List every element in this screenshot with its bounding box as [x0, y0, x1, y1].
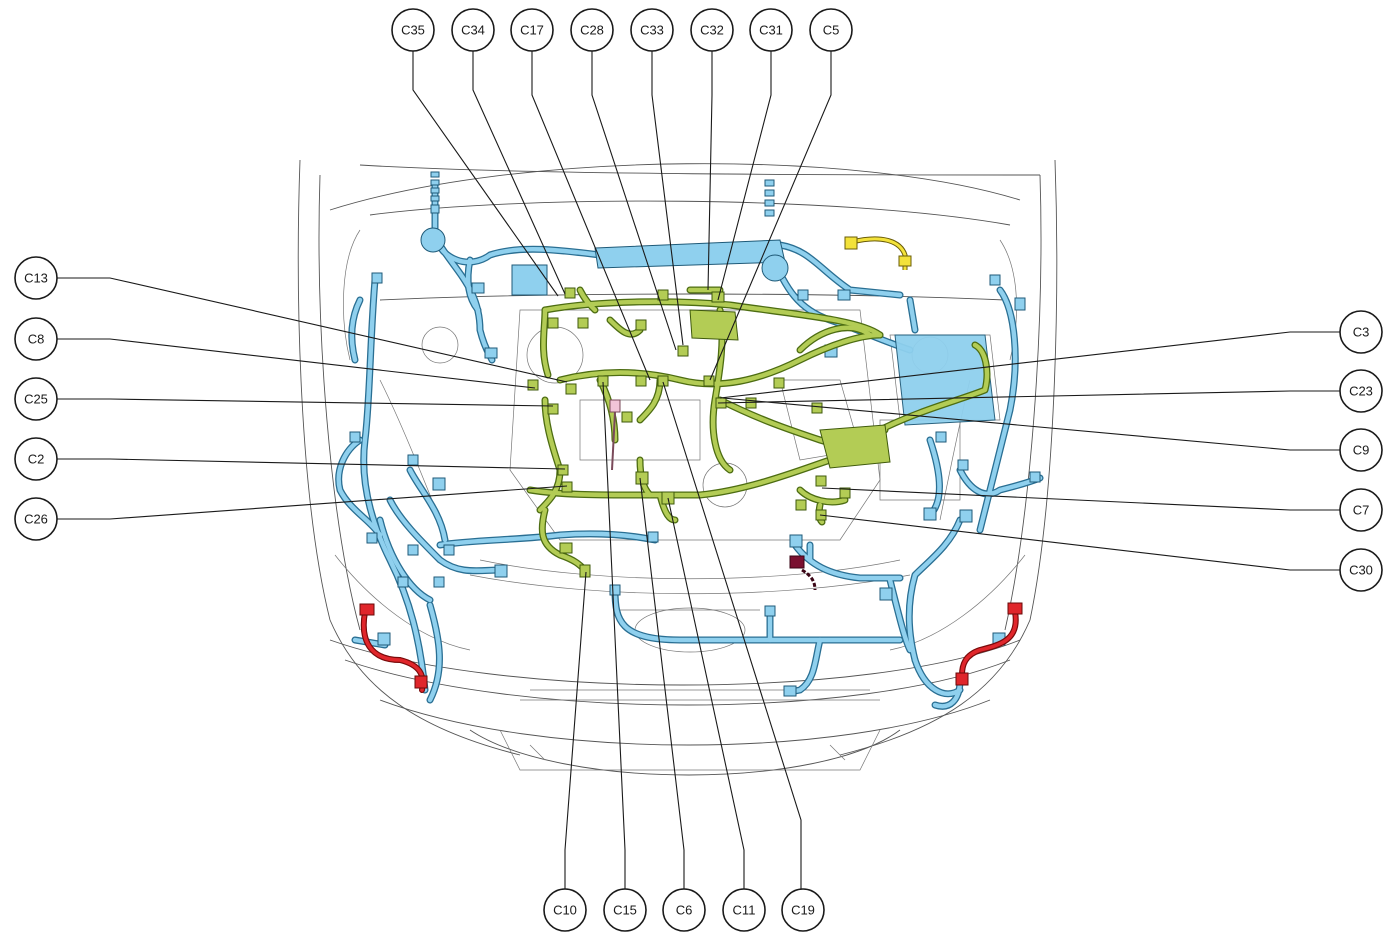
svg-text:C10: C10: [553, 903, 577, 918]
leader-lines: [57, 51, 1340, 890]
svg-text:C34: C34: [461, 23, 485, 38]
svg-text:C17: C17: [520, 23, 544, 38]
callout-c17: C17: [510, 8, 554, 52]
svg-text:C33: C33: [640, 23, 664, 38]
callout-c31: C31: [749, 8, 793, 52]
svg-text:C13: C13: [24, 271, 48, 286]
callout-c25: C25: [14, 377, 58, 421]
callout-c26: C26: [14, 497, 58, 541]
svg-text:C9: C9: [1353, 443, 1370, 458]
callout-c2: C2: [14, 437, 58, 481]
svg-text:C25: C25: [24, 392, 48, 407]
callout-c23: C23: [1339, 369, 1383, 413]
callout-c34: C34: [451, 8, 495, 52]
callout-c30: C30: [1339, 548, 1383, 592]
callouts-bottom: C10 C15 C6 C11 C19: [543, 888, 825, 932]
svg-text:C2: C2: [28, 452, 45, 467]
blue-connectors: [349, 171, 1041, 697]
svg-text:C5: C5: [823, 23, 840, 38]
svg-text:C19: C19: [791, 903, 815, 918]
callout-c3: C3: [1339, 310, 1383, 354]
callout-c6: C6: [662, 888, 706, 932]
svg-text:C23: C23: [1349, 384, 1373, 399]
callout-c11: C11: [722, 888, 766, 932]
callout-c5: C5: [809, 8, 853, 52]
green-connectors: [527, 287, 851, 578]
svg-text:C6: C6: [676, 903, 693, 918]
svg-text:C15: C15: [613, 903, 637, 918]
callouts-right: C3 C23 C9 C7 C30: [1339, 310, 1383, 592]
svg-text:C26: C26: [24, 512, 48, 527]
green-harness: [526, 286, 991, 574]
callout-c13: C13: [14, 256, 58, 300]
callout-c7: C7: [1339, 488, 1383, 532]
svg-text:C35: C35: [401, 23, 425, 38]
red-harness-left: [359, 603, 428, 693]
svg-text:C8: C8: [28, 332, 45, 347]
svg-text:C32: C32: [700, 23, 724, 38]
svg-text:C31: C31: [759, 23, 783, 38]
pink-connector: [609, 399, 621, 471]
callout-c33: C33: [630, 8, 674, 52]
callout-c10: C10: [543, 888, 587, 932]
purple-connector: [789, 555, 817, 591]
yellow-connector: [844, 236, 912, 270]
svg-text:C11: C11: [733, 903, 756, 918]
callouts-top: C35 C34 C17 C28 C33 C32 C31 C5: [391, 8, 853, 52]
blue-harness: [335, 181, 1044, 710]
callout-c32: C32: [690, 8, 734, 52]
svg-text:C7: C7: [1353, 503, 1370, 518]
callout-c28: C28: [570, 8, 614, 52]
callout-c35: C35: [391, 8, 435, 52]
svg-text:C3: C3: [1353, 325, 1370, 340]
callout-c15: C15: [603, 888, 647, 932]
svg-text:C30: C30: [1349, 563, 1373, 578]
svg-text:C28: C28: [580, 23, 604, 38]
callout-c8: C8: [14, 317, 58, 361]
callout-c9: C9: [1339, 428, 1383, 472]
callouts-left: C13 C8 C25 C2 C26: [14, 256, 58, 541]
red-harness-right: [955, 602, 1023, 686]
callout-c19: C19: [781, 888, 825, 932]
